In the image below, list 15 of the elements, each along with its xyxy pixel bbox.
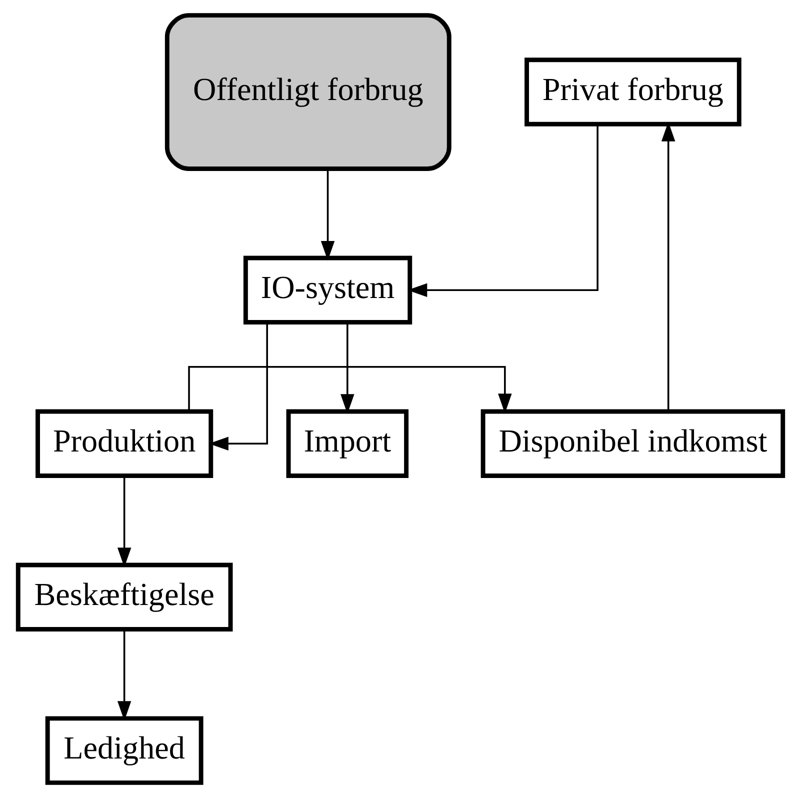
arrow — [188, 366, 512, 414]
arrow — [406, 124, 598, 298]
arrow — [320, 169, 334, 261]
arrow — [116, 476, 131, 568]
arrow — [660, 122, 675, 412]
node-box: Offentligt forbrug — [164, 13, 451, 171]
node-box: Beskæftigelse — [15, 562, 232, 632]
node-box: IO-system — [242, 256, 412, 324]
node-box: Privat forbrug — [524, 58, 741, 126]
node-box: Produktion — [35, 409, 213, 478]
arrow — [116, 630, 131, 721]
node-box: Disponibel indkomst — [480, 409, 785, 478]
node-box: Import — [286, 409, 408, 478]
arrow — [340, 322, 354, 414]
node-box: Ledighed — [44, 716, 203, 785]
